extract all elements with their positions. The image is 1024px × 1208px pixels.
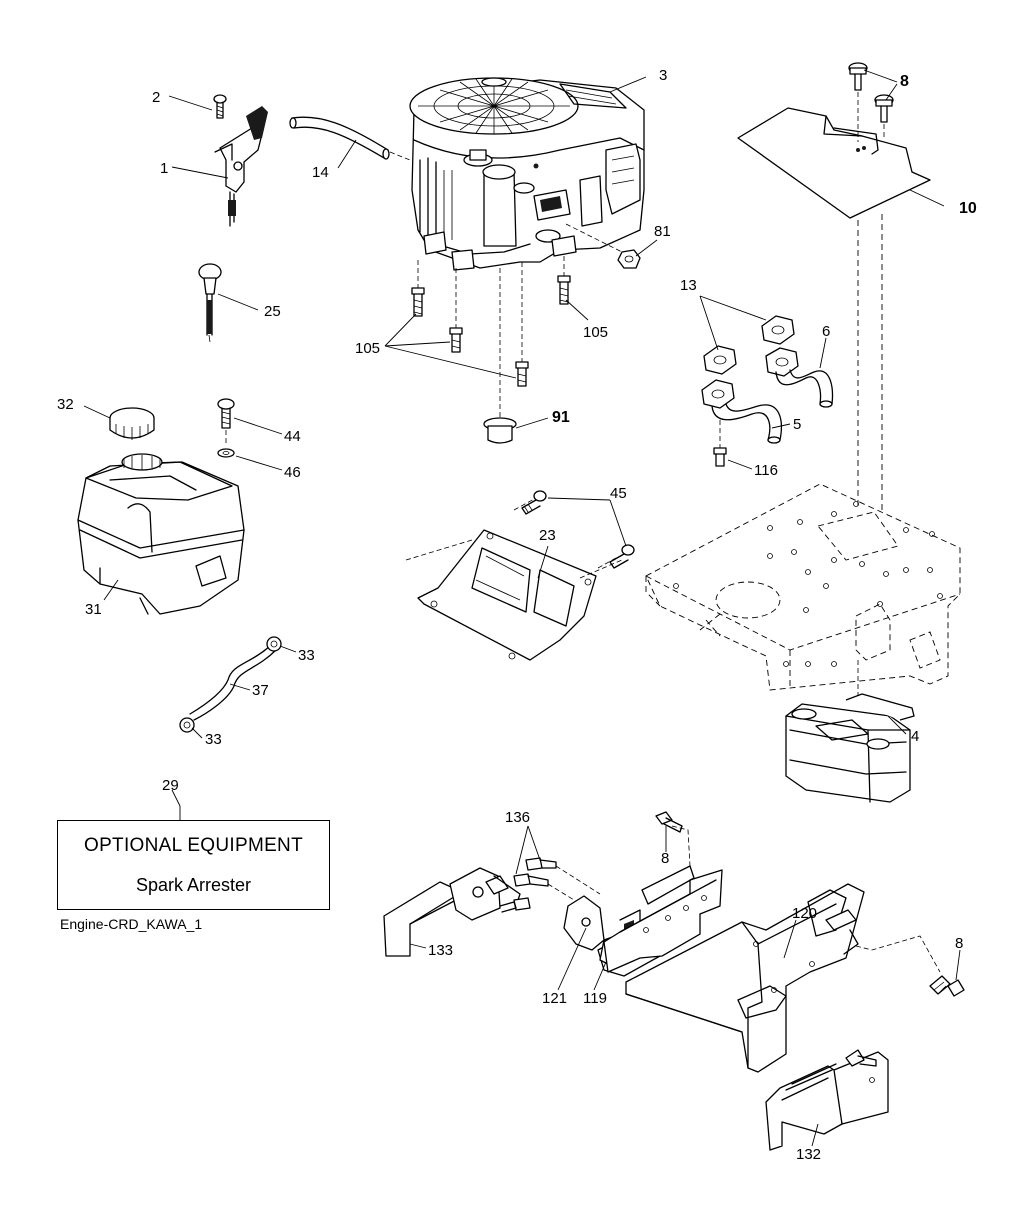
- callout-label: 37: [252, 682, 269, 699]
- spacer-part: [483, 268, 517, 444]
- chassis-frame: [645, 483, 961, 696]
- oil-tube-part: [289, 116, 411, 161]
- callout-label: 2: [152, 89, 160, 106]
- tank-screw-part: [217, 398, 235, 446]
- callout-label: 33: [298, 647, 315, 664]
- callout-labels: 1 2 3 4 5 6 8 8 8 10 13 14 23 25 31 32 3…: [57, 67, 977, 1163]
- callout-label: 8: [955, 935, 963, 952]
- callout-label: 8: [661, 850, 669, 867]
- callout-label: 133: [428, 942, 453, 959]
- callout-label: 136: [505, 809, 530, 826]
- hose-clamp-part: [179, 636, 282, 733]
- exhaust-pipe-part: [701, 347, 834, 448]
- bolt-part: [499, 857, 601, 913]
- callout-label: 31: [85, 601, 102, 618]
- callout-label: 33: [205, 731, 222, 748]
- throttle-control-part: [214, 106, 268, 227]
- deflector-part: [765, 1049, 889, 1151]
- callout-label: 8: [900, 73, 909, 90]
- nut-part: [565, 223, 641, 269]
- exhaust-gasket-part: [703, 315, 795, 375]
- callout-label: 105: [583, 324, 608, 341]
- spark-arrester-screen-part: [625, 883, 941, 1073]
- optional-equipment-box: OPTIONAL EQUIPMENT Spark Arrester: [57, 820, 330, 910]
- screw-part: [213, 94, 227, 119]
- heat-shield-part: [737, 107, 931, 219]
- callout-label: 119: [583, 990, 607, 1007]
- washer-part: [217, 448, 235, 458]
- callout-label: 10: [959, 200, 977, 217]
- callout-label: 120: [792, 905, 817, 922]
- callout-label: 45: [610, 485, 627, 502]
- mounting-bracket-part: [383, 867, 521, 957]
- callout-label: 13: [680, 277, 697, 294]
- drawing-id: Engine-CRD_KAWA_1: [60, 916, 203, 932]
- muffler-part: [785, 693, 915, 803]
- callout-label: 23: [539, 527, 556, 544]
- optional-equipment-title: OPTIONAL EQUIPMENT: [83, 835, 303, 856]
- screw-part: [929, 975, 965, 997]
- callout-label: 81: [654, 223, 671, 240]
- engine-part: [409, 77, 645, 271]
- callout-label: 14: [312, 164, 329, 181]
- callout-label: 1: [160, 160, 168, 177]
- engine-bolt-part: [411, 256, 571, 387]
- screw-part: [848, 62, 894, 142]
- bolt-part: [713, 447, 727, 467]
- bolt-part: [513, 490, 635, 569]
- spark-arrester-label: Spark Arrester: [135, 875, 252, 895]
- callout-label: 116: [754, 462, 778, 479]
- callout-label: 5: [793, 416, 801, 433]
- fuel-cap-part: [109, 407, 155, 440]
- leader-lines: [83, 69, 961, 1147]
- callout-label: 46: [284, 464, 301, 481]
- fuel-line-part: [189, 645, 277, 721]
- callout-label: 44: [284, 428, 301, 445]
- engine-shield-part: [405, 529, 623, 661]
- callout-label: 121: [542, 990, 567, 1007]
- callout-label: 6: [822, 323, 830, 340]
- fuel-tank-part: [77, 453, 245, 615]
- callout-label: 132: [796, 1146, 821, 1163]
- alignment-lines: [857, 214, 883, 514]
- callout-label: 25: [264, 303, 281, 320]
- choke-cable-part: [198, 263, 222, 343]
- heat-shield-part: [603, 811, 723, 973]
- callout-label: 105: [355, 340, 380, 357]
- callout-label: 32: [57, 396, 74, 413]
- callout-label: 4: [911, 728, 919, 745]
- callout-label: 3: [659, 67, 667, 84]
- callout-label: 91: [552, 409, 570, 426]
- callout-label: 29: [162, 777, 179, 794]
